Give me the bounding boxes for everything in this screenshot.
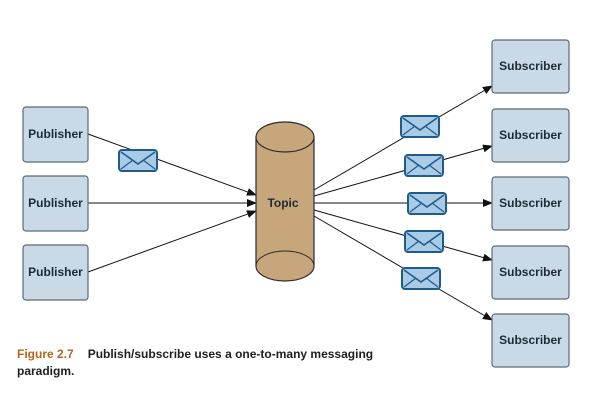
publisher-box <box>22 244 89 301</box>
subscribers: Subscriber Subscriber Subscriber Subscri… <box>491 39 570 368</box>
subscriber-node: Subscriber <box>491 176 570 231</box>
subscriber-box <box>491 313 570 368</box>
topic-label: Topic <box>267 196 298 210</box>
arrow-publisher-3-to-topic <box>87 210 257 273</box>
arrow-topic-to-subscriber-1 <box>313 85 493 191</box>
connector-lines <box>87 85 493 321</box>
arrow-publisher-1-to-topic <box>87 133 257 196</box>
envelope-icon <box>400 115 440 138</box>
subscriber-box <box>491 245 570 300</box>
arrow-topic-to-subscriber-4 <box>313 209 493 262</box>
publisher-node: Publisher <box>22 175 89 232</box>
publisher-box <box>22 106 89 163</box>
subscriber-box <box>491 176 570 231</box>
subscriber-box <box>491 39 570 94</box>
envelope-icon <box>118 149 158 172</box>
subscriber-label: Subscriber <box>499 333 562 347</box>
subscriber-node: Subscriber <box>491 108 570 163</box>
subscriber-node: Subscriber <box>491 39 570 94</box>
publisher-label: Publisher <box>28 127 83 141</box>
envelope-icon <box>404 230 444 253</box>
subscriber-label: Subscriber <box>499 128 562 142</box>
topic-inner-rim <box>255 250 315 267</box>
publisher-label: Publisher <box>28 196 83 210</box>
topic-top <box>255 121 315 153</box>
subscriber-label: Subscriber <box>499 196 562 210</box>
envelope-icon <box>404 154 444 177</box>
subscriber-label: Subscriber <box>499 265 562 279</box>
subscriber-label: Subscriber <box>499 59 562 73</box>
publisher-node: Publisher <box>22 106 89 163</box>
figure-number: Figure 2.7 <box>17 347 74 361</box>
topic-body <box>255 136 315 282</box>
envelope-icon <box>401 267 441 290</box>
publisher-label: Publisher <box>28 265 83 279</box>
caption-text: Publish/subscribe uses a one-to-many mes… <box>17 347 374 378</box>
publisher-box <box>22 175 89 232</box>
subscriber-node: Subscriber <box>491 313 570 368</box>
topic-cylinder: Topic <box>255 121 315 282</box>
publishers: Publisher Publisher Publisher <box>22 106 89 301</box>
message-envelopes <box>118 115 447 290</box>
envelope-icon <box>407 192 447 215</box>
arrow-topic-to-subscriber-2 <box>313 144 493 197</box>
subscriber-node: Subscriber <box>491 245 570 300</box>
subscriber-box <box>491 108 570 163</box>
publisher-node: Publisher <box>22 244 89 301</box>
